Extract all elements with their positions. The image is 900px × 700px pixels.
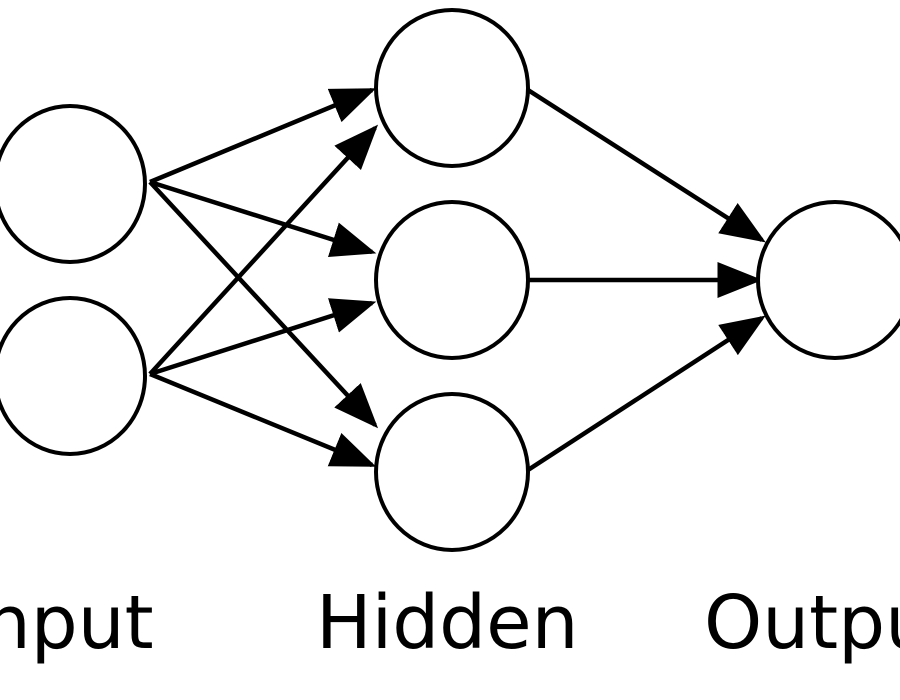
edge-input2-hidden1 — [148, 124, 379, 376]
edge-hidden3-output — [526, 315, 766, 472]
edge-input2-hidden3 — [149, 371, 377, 468]
hidden-layer-label: Hidden — [316, 580, 579, 666]
edge-input1-hidden2 — [149, 179, 377, 257]
edge-input2-hidden2 — [149, 298, 377, 377]
edge-input1-hidden3 — [148, 180, 379, 429]
output-node — [756, 200, 900, 360]
output-layer-label: Output — [704, 580, 900, 666]
hidden-node-1 — [374, 8, 530, 168]
edge-input1-hidden1 — [149, 87, 377, 185]
edge-hidden1-output — [526, 88, 766, 243]
input-node-2 — [0, 296, 147, 456]
input-node-1 — [0, 104, 147, 264]
hidden-node-3 — [374, 392, 530, 552]
hidden-node-2 — [374, 200, 530, 360]
input-layer-label: Input — [0, 580, 154, 666]
